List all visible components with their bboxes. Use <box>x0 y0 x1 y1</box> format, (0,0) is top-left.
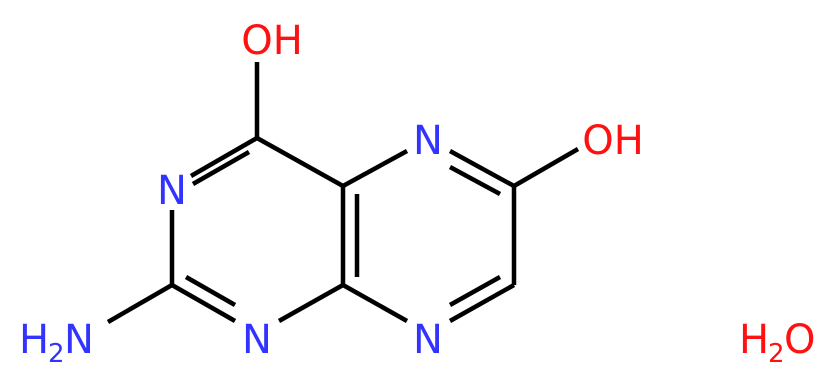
bond-n5-c6 <box>448 149 516 188</box>
bond-c6-o <box>512 147 580 188</box>
bond-c4a-c4 <box>255 136 345 188</box>
n3-label: N <box>157 168 187 214</box>
nh2-label: H 2 N <box>19 317 94 369</box>
bond-c4-n3 <box>189 136 259 178</box>
bond-n1-c8a <box>277 283 345 323</box>
n5-label: N <box>413 118 443 164</box>
water-h: H <box>739 317 769 363</box>
n1-label: N <box>242 317 272 363</box>
water-o: O <box>784 317 815 363</box>
bond-c2-n1 <box>170 283 237 323</box>
bond-n8-c8a <box>341 283 409 323</box>
water-label: H 2 O <box>739 317 815 369</box>
oh-right-label: OH <box>582 118 644 164</box>
bond-c4a-n5 <box>341 149 409 188</box>
nh2-n: N <box>64 317 94 363</box>
nh2-subscript: 2 <box>48 339 65 369</box>
oh-top-label: OH <box>241 18 303 64</box>
n8-label: N <box>413 317 443 363</box>
bond-c2-n1-double <box>184 275 237 307</box>
bond-c2-nh2 <box>106 283 174 324</box>
bonds <box>106 62 580 324</box>
bond-c7-n8-double <box>448 275 502 307</box>
water-subscript: 2 <box>768 339 785 369</box>
bond-c4-n3-double <box>191 150 251 186</box>
atom-labels: OH N N N N OH H 2 N H 2 O <box>19 18 815 369</box>
bond-n5-c6-double <box>448 165 502 196</box>
nh2-h: H <box>19 317 49 363</box>
bond-c7-n8 <box>448 283 516 323</box>
